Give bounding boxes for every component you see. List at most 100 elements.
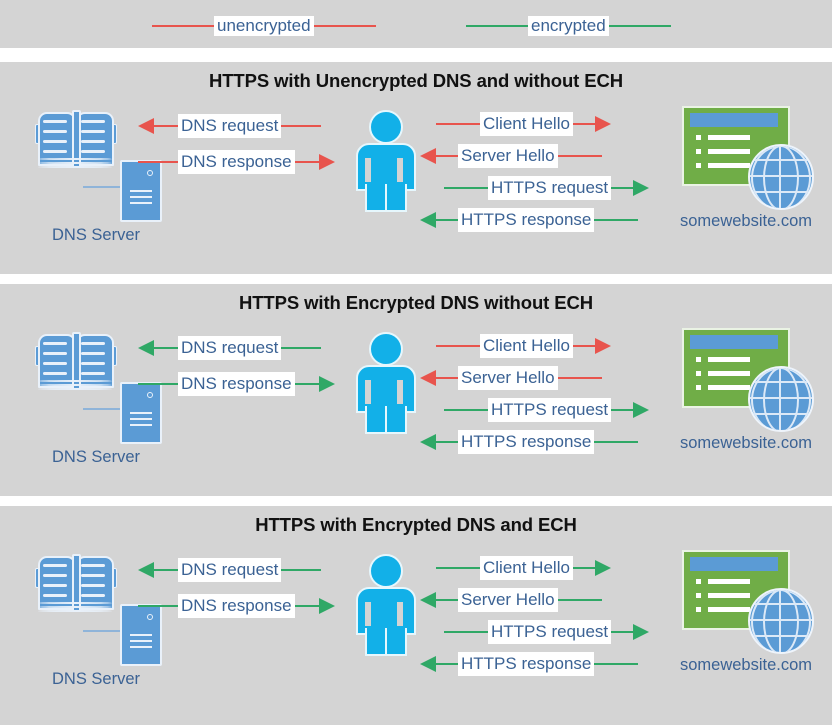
server-rack-icon — [120, 160, 162, 222]
message-arrow-dns-response: DNS response — [138, 150, 348, 174]
message-arrow-server-hello: Server Hello — [420, 366, 686, 390]
legend-item-unencrypted: unencrypted — [152, 16, 376, 36]
website-label: somewebsite.com — [679, 212, 813, 230]
message-label: DNS response — [178, 150, 295, 174]
legend-line-unencrypted — [152, 25, 214, 27]
arrowhead-left — [420, 148, 436, 164]
arrowhead-right — [318, 598, 335, 614]
message-line — [436, 599, 458, 601]
message-arrow-https-response: HTTPS response — [420, 652, 686, 676]
message-line — [281, 125, 322, 127]
dns-server-label: DNS Server — [51, 670, 141, 688]
arrowhead-right — [594, 338, 611, 354]
arrowhead-right — [633, 402, 650, 418]
legend-line-unencrypted-2 — [313, 25, 376, 27]
dns-server-label: DNS Server — [51, 226, 141, 244]
panel-title: HTTPS with Encrypted DNS and ECH — [255, 514, 577, 535]
user-person-icon — [352, 110, 416, 212]
dns-connector-line — [83, 630, 129, 632]
message-line — [294, 161, 319, 163]
message-line — [281, 347, 322, 349]
book-icon — [35, 552, 117, 614]
website-group: somewebsite.com — [660, 546, 832, 706]
message-arrow-dns-response: DNS response — [138, 372, 348, 396]
website-group: somewebsite.com — [660, 102, 832, 262]
globe-icon — [748, 366, 814, 432]
book-icon — [35, 108, 117, 170]
legend-line-encrypted — [466, 25, 528, 27]
user-person-icon — [352, 554, 416, 656]
globe-icon — [748, 588, 814, 654]
message-arrow-https-request: HTTPS request — [444, 398, 686, 422]
message-line — [436, 663, 458, 665]
message-line — [154, 569, 178, 571]
website-label: somewebsite.com — [679, 434, 813, 452]
message-label: Server Hello — [458, 588, 558, 612]
message-line — [572, 123, 595, 125]
message-label: Server Hello — [458, 366, 558, 390]
message-label: HTTPS response — [458, 208, 595, 232]
message-line — [557, 377, 602, 379]
message-line — [436, 377, 458, 379]
message-line — [138, 161, 178, 163]
scenario-panel-3: HTTPS with Encrypted DNS and ECH DNS Serv… — [0, 506, 832, 725]
message-arrow-server-hello: Server Hello — [420, 588, 686, 612]
message-arrow-dns-request: DNS request — [138, 114, 348, 138]
dns-connector-line — [83, 186, 129, 188]
message-label: Client Hello — [480, 556, 573, 580]
book-icon — [35, 330, 117, 392]
dns-connector-line — [83, 408, 129, 410]
dns-server-label: DNS Server — [51, 448, 141, 466]
arrowhead-left — [420, 592, 436, 608]
arrowhead-left — [420, 212, 436, 228]
message-line — [436, 567, 480, 569]
message-label: Client Hello — [480, 112, 573, 136]
legend-label-unencrypted: unencrypted — [214, 16, 314, 36]
arrowhead-right — [318, 154, 335, 170]
message-arrow-dns-request: DNS request — [138, 336, 348, 360]
message-label: HTTPS response — [458, 652, 595, 676]
dns-server-group: DNS Server — [28, 552, 188, 702]
scenario-panel-2: HTTPS with Encrypted DNS without ECH DNS … — [0, 284, 832, 496]
message-arrow-https-request: HTTPS request — [444, 176, 686, 200]
message-line — [594, 441, 639, 443]
dns-server-group: DNS Server — [28, 108, 188, 258]
message-line — [138, 383, 178, 385]
message-label: DNS request — [178, 558, 282, 582]
website-group: somewebsite.com — [660, 324, 832, 484]
message-label: Server Hello — [458, 144, 558, 168]
user-person-icon — [352, 332, 416, 434]
message-line — [594, 219, 639, 221]
arrowhead-left — [138, 118, 154, 134]
message-line — [444, 409, 488, 411]
message-line — [294, 605, 319, 607]
message-label: HTTPS request — [488, 176, 612, 200]
arrowhead-right — [594, 560, 611, 576]
message-arrow-https-response: HTTPS response — [420, 208, 686, 232]
arrowhead-left — [420, 656, 436, 672]
panel-title: HTTPS with Encrypted DNS without ECH — [238, 292, 594, 313]
message-line — [436, 345, 480, 347]
message-line — [557, 599, 602, 601]
arrowhead-left — [138, 340, 154, 356]
message-label: HTTPS request — [488, 620, 612, 644]
message-line — [154, 347, 178, 349]
arrowhead-right — [318, 376, 335, 392]
message-label: DNS request — [178, 336, 282, 360]
message-line — [281, 569, 322, 571]
message-line — [138, 605, 178, 607]
message-line — [611, 631, 634, 633]
message-line — [557, 155, 602, 157]
arrowhead-left — [420, 434, 436, 450]
message-label: DNS response — [178, 372, 295, 396]
message-arrow-client-hello: Client Hello — [436, 556, 686, 580]
message-label: HTTPS response — [458, 430, 595, 454]
message-arrow-https-response: HTTPS response — [420, 430, 686, 454]
dns-server-group: DNS Server — [28, 330, 188, 480]
message-line — [572, 567, 595, 569]
message-line — [294, 383, 319, 385]
globe-icon — [748, 144, 814, 210]
legend-item-encrypted: encrypted — [466, 16, 671, 36]
message-line — [436, 155, 458, 157]
message-arrow-server-hello: Server Hello — [420, 144, 686, 168]
